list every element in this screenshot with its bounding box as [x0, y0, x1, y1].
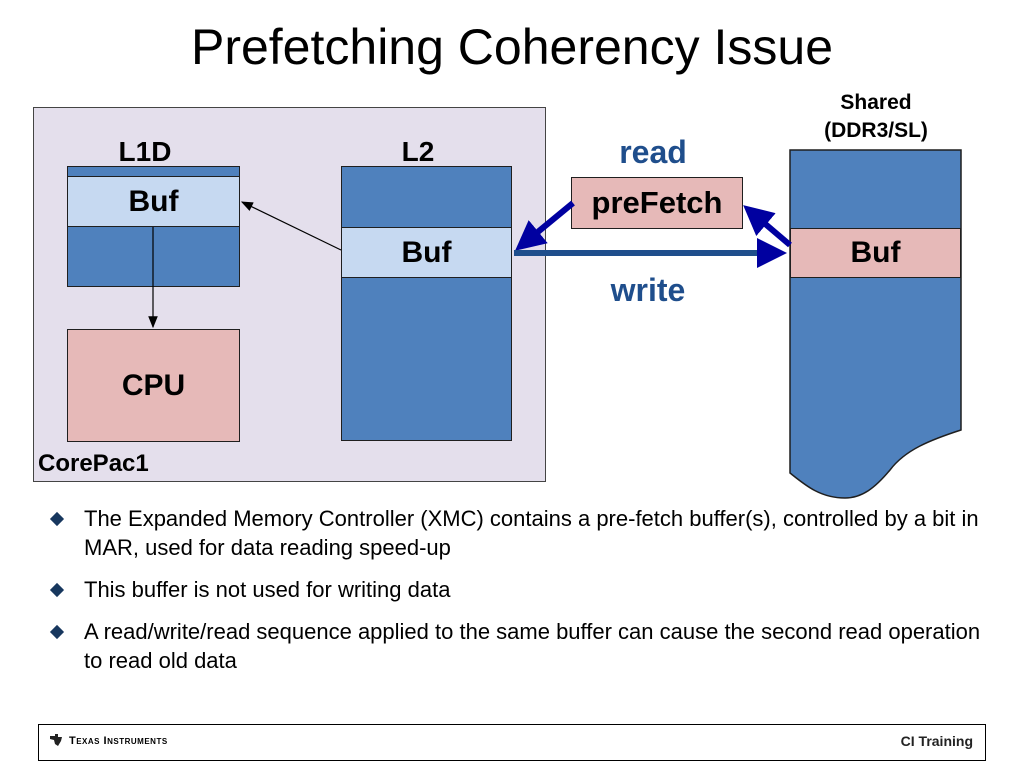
bullet-text: This buffer is not used for writing data [84, 577, 451, 602]
prefetch-buffer: preFetch [571, 177, 743, 229]
ti-logo-text: Texas Instruments [69, 735, 168, 747]
l1d-buffer: Buf [67, 176, 240, 227]
bullet-text: The Expanded Memory Controller (XMC) con… [84, 506, 979, 560]
corepac-label: CorePac1 [38, 450, 149, 477]
bullet-list: The Expanded Memory Controller (XMC) con… [46, 504, 996, 688]
l2-label: L2 [401, 136, 435, 167]
l2-buffer: Buf [341, 227, 512, 278]
bullet-item: This buffer is not used for writing data [46, 575, 996, 604]
read-label: read [619, 134, 687, 170]
diamond-bullet-icon [49, 624, 65, 640]
bullet-item: A read/write/read sequence applied to th… [46, 617, 996, 675]
l2-memory [341, 166, 512, 441]
ti-logo-icon [50, 734, 62, 746]
shared-buffer: Buf [790, 228, 961, 278]
bullet-text: A read/write/read sequence applied to th… [84, 619, 981, 673]
slide-title: Prefetching Coherency Issue [190, 19, 834, 75]
shared-label: Shared (DDR3/SL) [824, 91, 928, 142]
diamond-bullet-icon [49, 582, 65, 598]
ci-training-label: CI Training [900, 733, 973, 749]
bullet-item: The Expanded Memory Controller (XMC) con… [46, 504, 996, 562]
write-label: write [610, 272, 686, 308]
diamond-bullet-icon [49, 511, 65, 527]
footer-bar: Texas Instruments CI Training [38, 724, 986, 761]
cpu-box: CPU [67, 329, 240, 442]
shared-to-prefetch-arrow [743, 205, 792, 248]
l1d-label: L1D [118, 136, 172, 167]
